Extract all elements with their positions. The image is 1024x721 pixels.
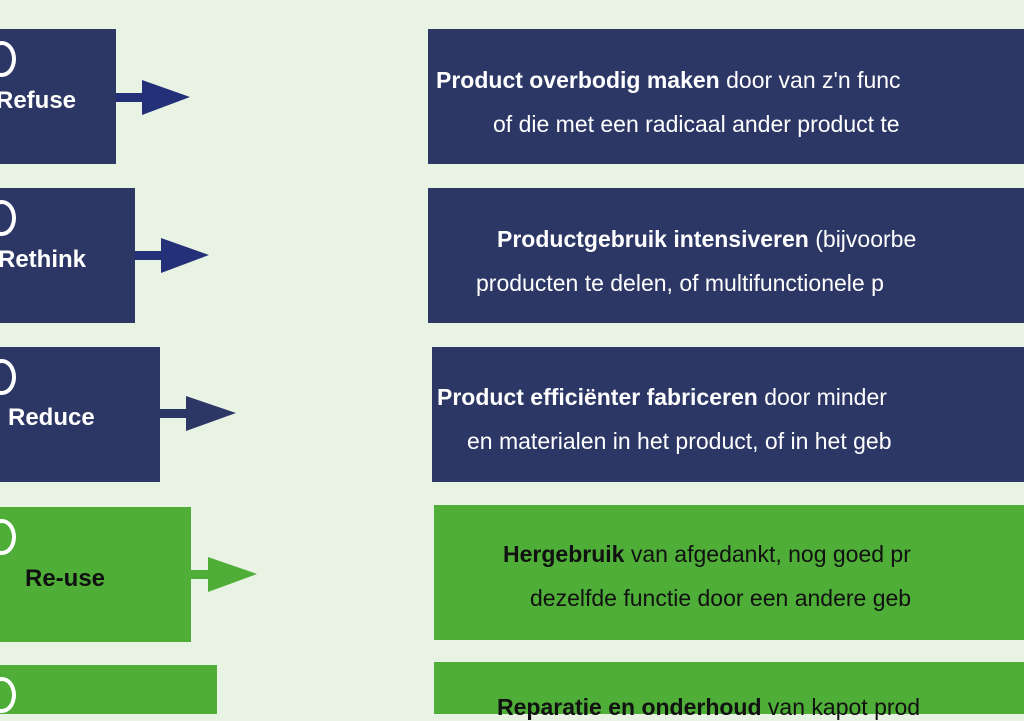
step-label: Reduce xyxy=(8,404,95,431)
description-text: of die met een radicaal ander product te xyxy=(493,111,900,137)
step-number-icon xyxy=(0,200,16,236)
description-box-reuse: Hergebruik van afgedankt, nog goed pr de… xyxy=(434,505,1024,640)
step-box-refuse: Refuse xyxy=(0,29,116,164)
arrow-right-icon xyxy=(160,396,236,431)
step-label: Rethink xyxy=(0,246,87,273)
description-text: door minder xyxy=(757,384,887,410)
step-number-icon xyxy=(0,41,16,77)
description-bold: Reparatie en onderhoud xyxy=(497,694,762,720)
description-text: (bijvoorbe xyxy=(808,226,917,252)
description-box-refuse: Product overbodig maken door van z'n fun… xyxy=(428,29,1024,164)
arrow-right-icon xyxy=(191,557,257,592)
step-box-repair xyxy=(0,665,217,714)
step-box-rethink: Rethink xyxy=(0,188,135,323)
step-box-reduce: Reduce xyxy=(0,347,160,482)
description-text: door van z'n func xyxy=(719,67,901,93)
step-label: Refuse xyxy=(0,87,77,114)
description-text: producten te delen, of multifunctionele … xyxy=(476,270,884,296)
step-number-icon xyxy=(0,677,16,713)
step-box-reuse: Re-use xyxy=(0,507,191,642)
arrow-right-icon xyxy=(116,80,190,115)
step-number-icon xyxy=(0,359,16,395)
description-text: dezelfde functie door een andere geb xyxy=(530,585,912,611)
description-text: en materialen in het product, of in het … xyxy=(467,428,892,454)
description-bold: Product efficiënter fabriceren xyxy=(437,384,758,410)
description-text: van afgedankt, nog goed pr xyxy=(624,541,911,567)
step-label: Re-use xyxy=(25,565,106,592)
description-text: van kapot prod xyxy=(761,694,921,720)
step-number-icon xyxy=(0,519,16,555)
description-bold: Productgebruik intensiveren xyxy=(497,226,809,252)
arrow-right-icon xyxy=(135,238,209,273)
description-box-reduce: Product efficiënter fabriceren door mind… xyxy=(432,347,1024,482)
description-bold: Hergebruik xyxy=(503,541,625,567)
description-box-repair: Reparatie en onderhoud van kapot prod xyxy=(434,662,1024,720)
description-box-rethink: Productgebruik intensiveren (bijvoorbe p… xyxy=(428,188,1024,323)
description-bold: Product overbodig maken xyxy=(436,67,720,93)
